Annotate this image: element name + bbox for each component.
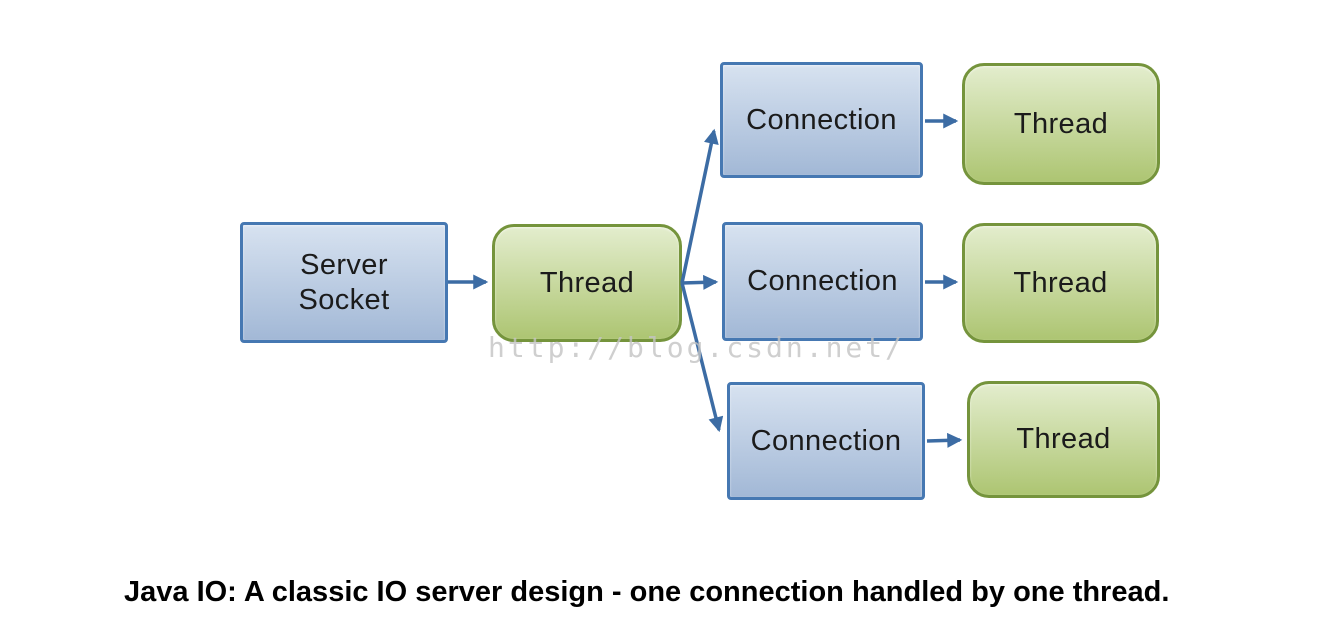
node-label: Thread [1013,266,1108,299]
node-server-socket: Server Socket [240,222,448,343]
node-label: Connection [750,424,902,457]
caption-text: Java IO: A classic IO server design - on… [124,576,1170,608]
node-thread-middle: Thread [962,223,1159,343]
node-label: Thread [539,266,635,299]
node-thread-bottom: Thread [967,381,1160,498]
arrow-thread-to-connection-middle [681,274,719,290]
node-thread-top: Thread [962,63,1160,185]
node-label: Connection [747,265,898,298]
node-connection-bottom: Connection [727,382,925,500]
node-label: Thread [1013,107,1109,140]
arrow-connection-bottom-to-thread [926,432,963,448]
arrow-thread-to-connection-top [680,128,719,284]
node-connection-top: Connection [720,62,923,178]
node-label: Server Socket [298,249,390,316]
arrow-thread-to-connection-bottom [680,282,724,433]
node-label: Connection [746,103,897,136]
node-connection-middle: Connection [722,222,923,341]
node-label: Thread [1016,423,1111,456]
node-thread-main: Thread [492,224,682,342]
